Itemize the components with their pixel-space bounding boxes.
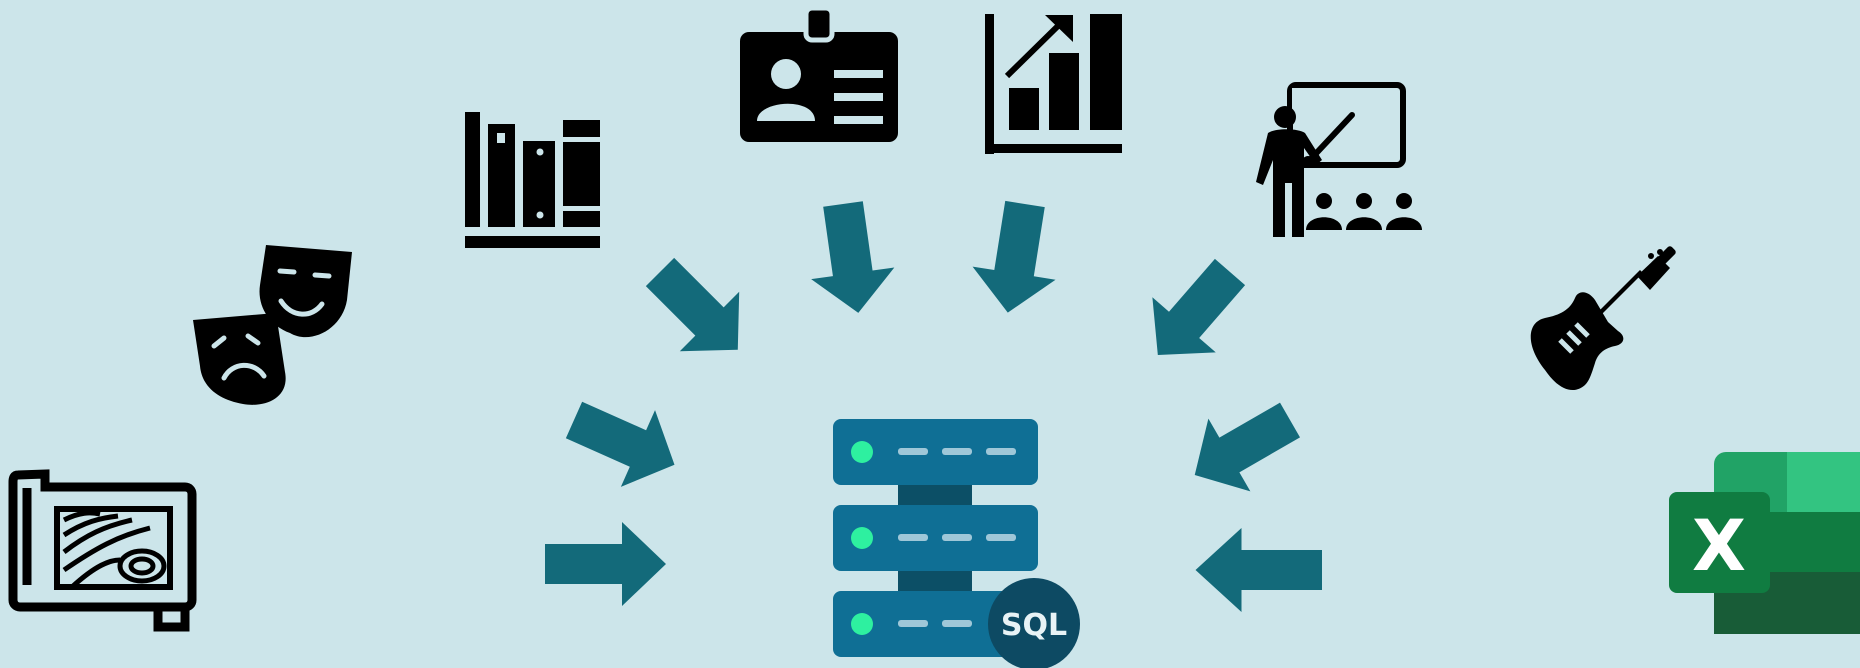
arrow-left-middle	[556, 381, 692, 504]
books-shelf-icon	[465, 112, 600, 248]
excel-spreadsheet-icon: X	[1669, 452, 1860, 634]
arrow-left-bottom	[545, 522, 666, 606]
arrow-top-right	[966, 197, 1067, 320]
bar-chart-growth-icon	[985, 14, 1122, 154]
server-unit	[833, 419, 1038, 485]
arrow-right-upper	[1126, 244, 1262, 383]
arrow-right-middle	[1173, 383, 1311, 512]
sql-badge: SQL	[988, 578, 1080, 668]
database-server-icon: SQL	[833, 419, 1080, 668]
server-unit	[833, 505, 1038, 571]
sql-badge-label: SQL	[1001, 608, 1067, 643]
id-badge-icon	[740, 5, 898, 142]
status-light	[851, 527, 873, 549]
status-light	[851, 613, 873, 635]
arrow-right-bottom	[1195, 528, 1322, 612]
arrow-top-left	[801, 198, 900, 319]
arrow-left-upper	[630, 242, 768, 380]
status-light	[851, 441, 873, 463]
blueprint-map-icon	[8, 469, 197, 632]
teacher-presentation-icon	[1256, 82, 1422, 237]
theater-masks-icon	[193, 245, 352, 405]
excel-letter: X	[1692, 505, 1746, 587]
electric-guitar-icon	[1530, 246, 1676, 391]
server-unit	[833, 591, 1038, 657]
